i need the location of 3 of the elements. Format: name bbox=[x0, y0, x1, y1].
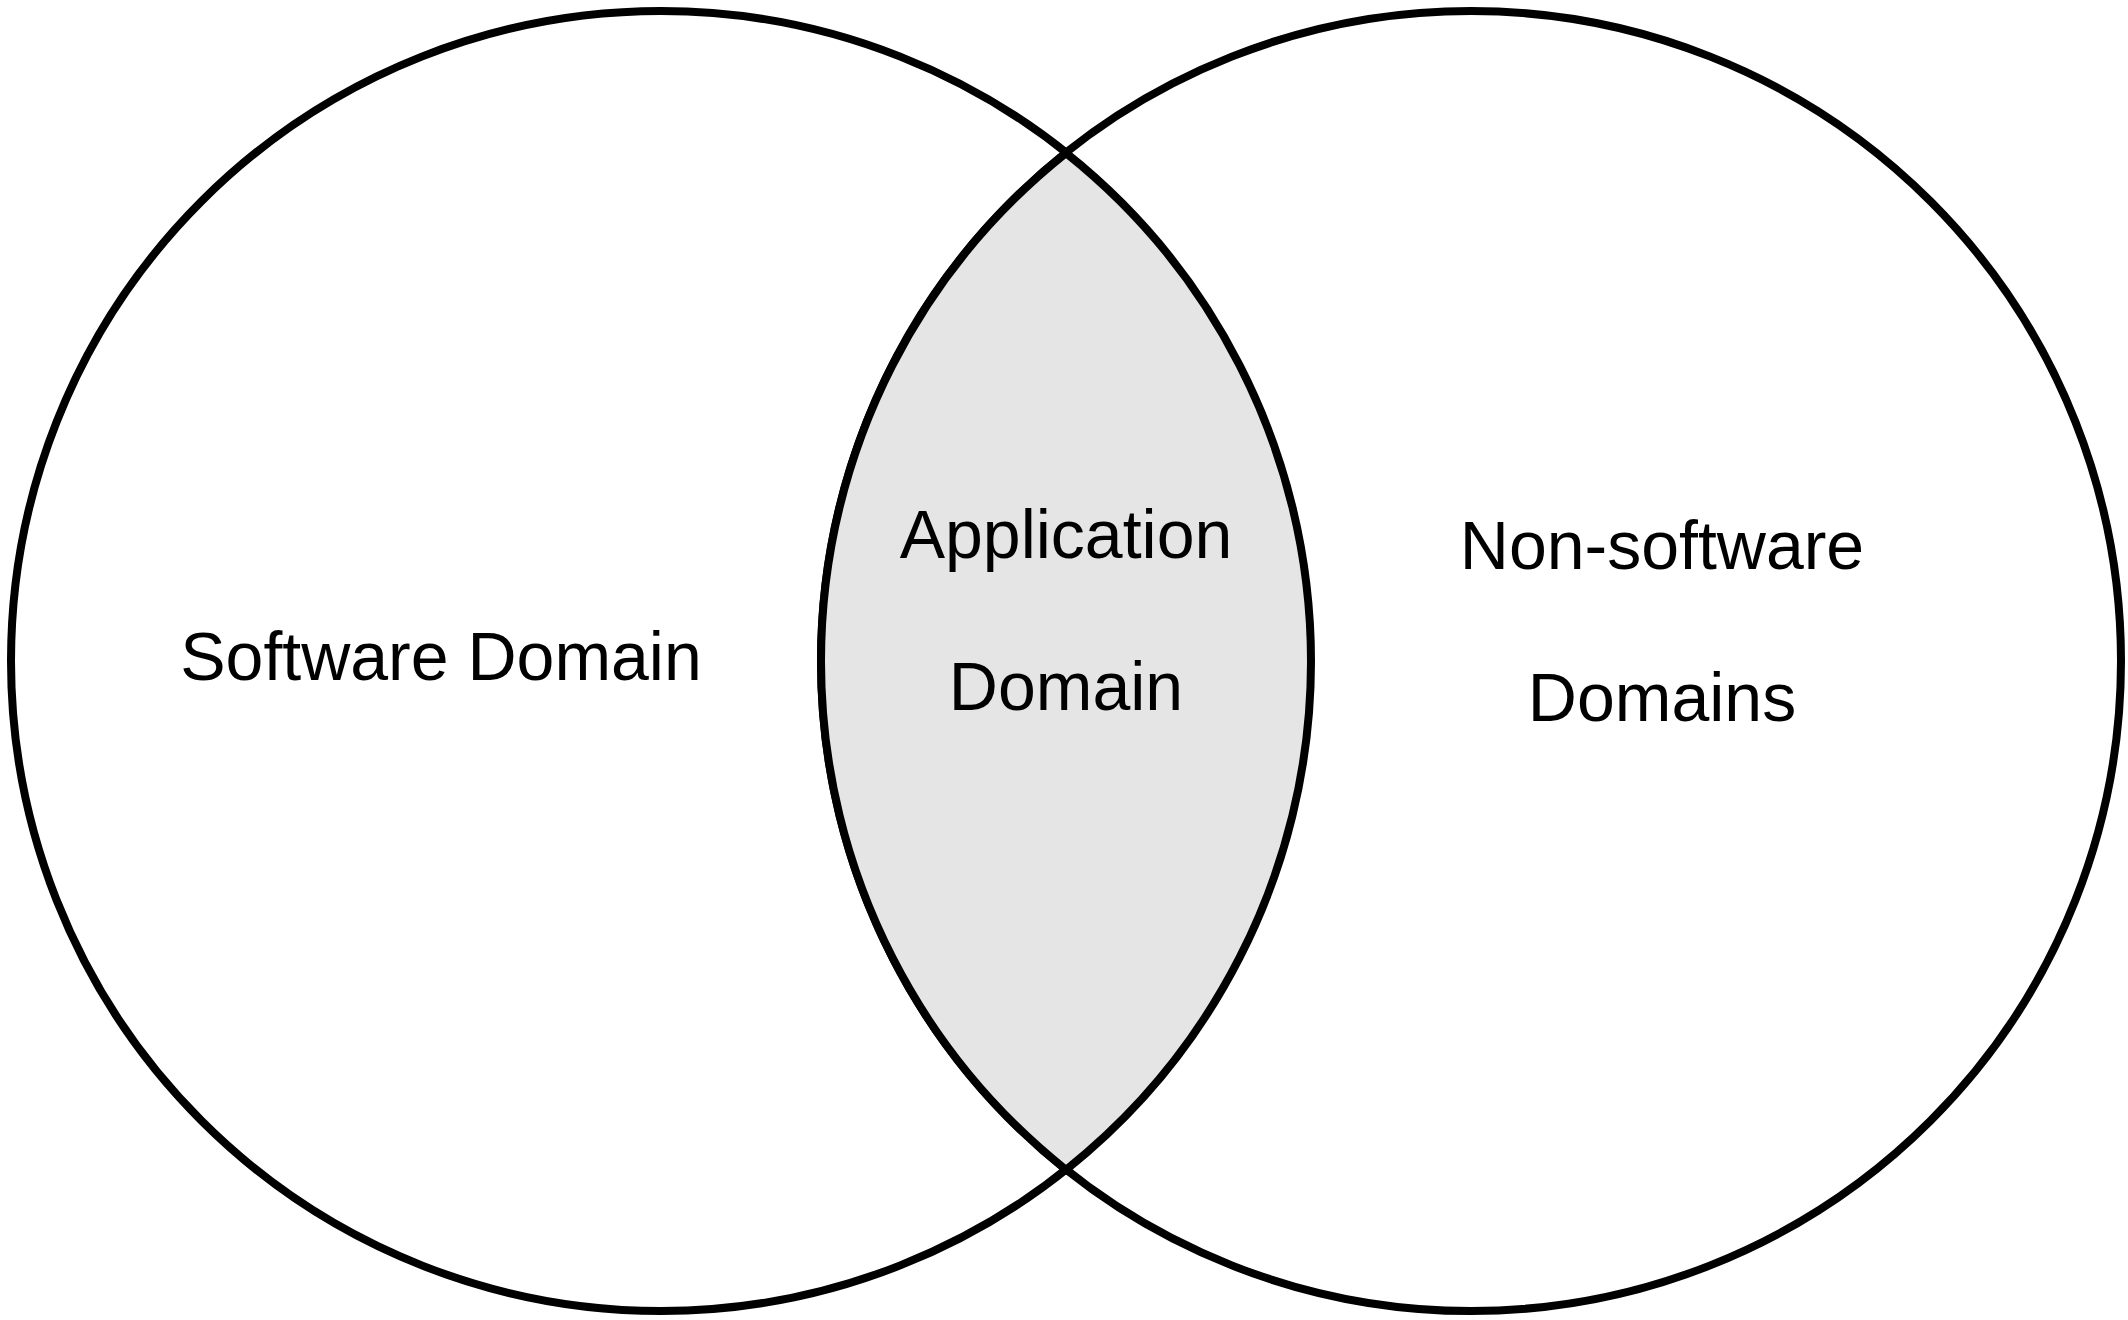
region-label: Software Domain bbox=[179, 617, 703, 696]
region-label: Non-software Domains bbox=[1458, 506, 1866, 737]
region-label: Application Domain bbox=[898, 495, 1234, 726]
